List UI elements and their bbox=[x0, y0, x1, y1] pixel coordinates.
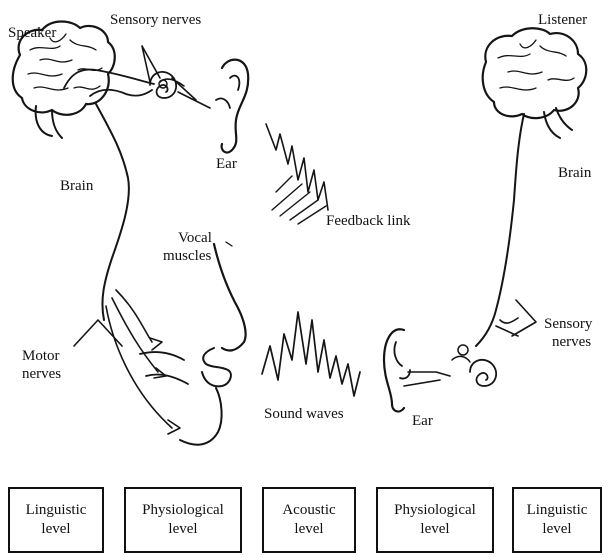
level-box-linguistic-speaker: Linguistic level bbox=[8, 487, 104, 553]
feedback-wave-icon bbox=[266, 124, 328, 224]
sound-waves-label: Sound waves bbox=[264, 406, 344, 422]
level-box-physiological-speaker: Physiological level bbox=[124, 487, 242, 553]
listener-sensory-nerves-icon bbox=[476, 114, 536, 346]
speaker-ear-icon bbox=[150, 60, 248, 153]
speaker-brain-label: Brain bbox=[60, 178, 93, 194]
vocal-muscles-label-line1: Vocal bbox=[178, 230, 212, 246]
level-box-title: Physiological bbox=[394, 501, 476, 520]
speaker-sensory-nerves-label: Sensory nerves bbox=[110, 12, 201, 28]
level-box-title: Linguistic bbox=[527, 501, 588, 520]
level-box-title: Physiological bbox=[142, 501, 224, 520]
listener-ear-label: Ear bbox=[412, 413, 433, 429]
level-box-subtitle: level bbox=[542, 520, 571, 539]
listener-sensory-nerves-label-line2: nerves bbox=[552, 334, 591, 350]
level-box-physiological-listener: Physiological level bbox=[376, 487, 494, 553]
listener-sensory-nerves-label-line1: Sensory bbox=[544, 316, 592, 332]
motor-nerve-path-icon bbox=[74, 104, 180, 434]
level-box-linguistic-listener: Linguistic level bbox=[512, 487, 602, 553]
speaker-sensory-nerves-icon bbox=[64, 46, 160, 96]
level-box-acoustic: Acoustic level bbox=[262, 487, 356, 553]
sound-wave-icon bbox=[262, 312, 360, 396]
listener-brain-label: Brain bbox=[558, 165, 591, 181]
level-box-subtitle: level bbox=[168, 520, 197, 539]
level-box-subtitle: level bbox=[41, 520, 70, 539]
feedback-link-label: Feedback link bbox=[326, 213, 411, 229]
listener-label: Listener bbox=[538, 12, 587, 28]
level-box-title: Linguistic bbox=[26, 501, 87, 520]
speaker-ear-label: Ear bbox=[216, 156, 237, 172]
speaker-label: Speaker bbox=[8, 25, 56, 41]
level-box-subtitle: level bbox=[294, 520, 323, 539]
speaker-face-icon bbox=[140, 242, 246, 445]
level-box-title: Acoustic bbox=[282, 501, 335, 520]
listener-brain-icon bbox=[483, 28, 587, 138]
vocal-muscles-label-line2: muscles bbox=[163, 248, 211, 264]
motor-nerves-label-line2: nerves bbox=[22, 366, 61, 382]
motor-nerves-label-line1: Motor bbox=[22, 348, 60, 364]
level-box-subtitle: level bbox=[420, 520, 449, 539]
